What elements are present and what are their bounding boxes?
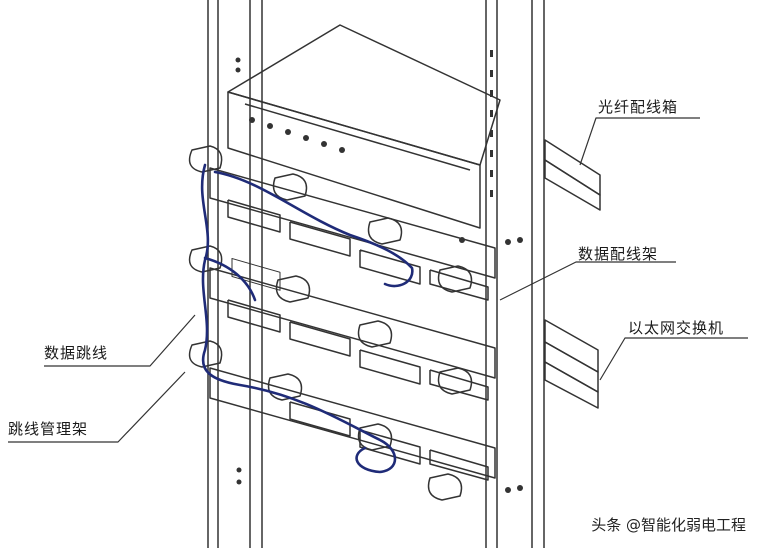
patch-cords [200, 163, 414, 474]
side-fiber-box [544, 139, 601, 211]
cable-management-rings [188, 145, 473, 501]
patch-panel-2 [209, 267, 496, 401]
watermark: 头条 @智能化弱电工程 [589, 513, 748, 536]
right-rack-rail [485, 0, 545, 548]
cable-manager-label: 跳线管理架 [8, 420, 89, 438]
ethernet-switch-label: 以太网交换机 [628, 319, 725, 337]
fiber-distribution-box [227, 24, 501, 243]
leader-lines [8, 117, 748, 443]
ethernet-switch [544, 319, 599, 409]
fiber-box-label: 光纤配线箱 [598, 98, 679, 116]
patch-panel-1 [209, 167, 496, 301]
data-patch-panel-label: 数据配线架 [578, 245, 659, 263]
patch-cord-label: 数据跳线 [44, 344, 109, 362]
left-rack-rail [207, 0, 263, 548]
patch-panel-3 [209, 367, 496, 481]
